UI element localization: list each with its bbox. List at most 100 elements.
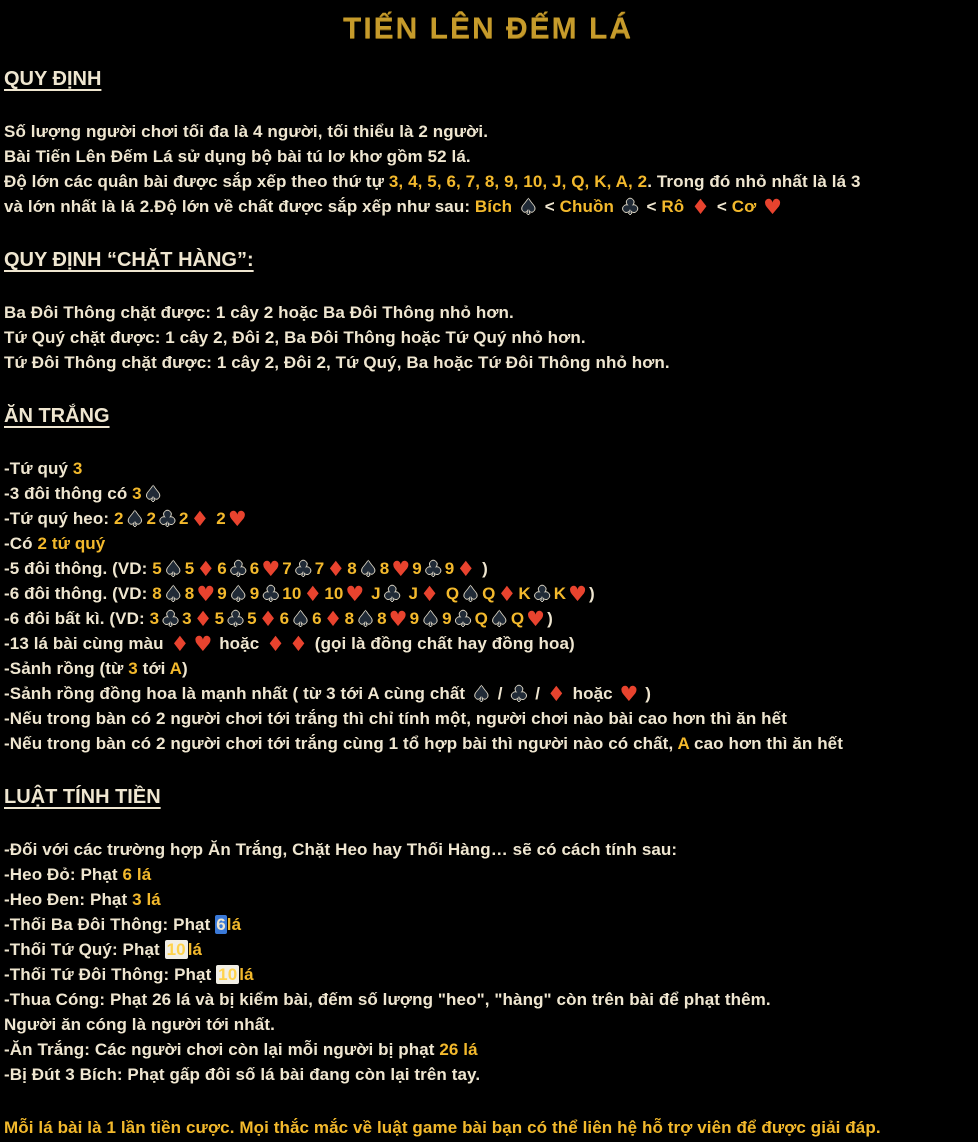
text-segment: < bbox=[712, 197, 732, 216]
diamond-icon: ♦ bbox=[190, 507, 210, 531]
text-segment: 2 bbox=[178, 509, 189, 528]
text-segment: 3 bbox=[72, 459, 83, 478]
club-icon: ♣ bbox=[509, 682, 529, 706]
text-segment: < bbox=[641, 197, 662, 216]
text-segment: -5 đôi thông. (VD: bbox=[4, 559, 153, 578]
text-line: -Nếu trong bàn có 2 người chơi tới trắng… bbox=[4, 706, 972, 731]
text-segment: ) bbox=[477, 559, 488, 578]
heart-icon: ♥ bbox=[763, 195, 783, 219]
text-line: -13 lá bài cùng màu ♦♥ hoặc ♦♦ (gọi là đ… bbox=[4, 631, 972, 656]
text-segment: Tứ Quý chặt được: 1 cây 2, Đôi 2, Ba Đôi… bbox=[4, 328, 586, 347]
club-icon: ♣ bbox=[620, 195, 640, 219]
heart-icon: ♥ bbox=[261, 557, 281, 581]
text-line: -6 đôi bất kì. (VD: 3♣3♦5♣5♦6♠6♦8♠8♥9♠9♣… bbox=[4, 606, 972, 631]
diamond-icon: ♦ bbox=[456, 557, 476, 581]
text-segment: Q bbox=[441, 584, 460, 603]
text-segment: J bbox=[366, 584, 381, 603]
text-segment: K bbox=[518, 584, 531, 603]
text-segment: 5 bbox=[214, 609, 225, 628]
diamond-icon: ♦ bbox=[170, 632, 190, 656]
text-segment: 2 bbox=[211, 509, 226, 528]
text-segment: ) bbox=[640, 684, 652, 703]
text-segment: Độ lớn các quân bài được sắp xếp theo th… bbox=[4, 172, 389, 191]
text-segment: 10 bbox=[164, 940, 188, 959]
club-icon: ♣ bbox=[158, 507, 177, 531]
text-segment: 3 bbox=[149, 609, 160, 628]
page-title: TIẾN LÊN ĐẾM LÁ bbox=[343, 12, 633, 45]
spade-icon: ♠ bbox=[291, 607, 311, 631]
diamond-icon: ♦ bbox=[326, 557, 346, 581]
spade-icon: ♠ bbox=[228, 582, 248, 606]
text-segment: -Bị Đút 3 Bích: Phạt gấp đôi số lá bài đ… bbox=[4, 1065, 481, 1084]
spade-icon: ♠ bbox=[163, 582, 183, 606]
text-segment: lá bbox=[239, 965, 254, 984]
text-segment: và lớn nhất là lá 2.Độ lớn về chất được … bbox=[4, 197, 475, 216]
text-segment: lá bbox=[187, 940, 203, 959]
spade-icon: ♠ bbox=[163, 557, 183, 581]
text-line: Tứ Đôi Thông chặt được: 1 cây 2, Đôi 2, … bbox=[4, 350, 972, 375]
text-segment: -Nếu trong bàn có 2 người chơi tới trắng… bbox=[4, 734, 678, 753]
text-segment: -Đối với các trường hợp Ăn Trắng, Chặt H… bbox=[4, 840, 678, 859]
diamond-icon: ♦ bbox=[323, 607, 343, 631]
text-segment: 9 bbox=[442, 609, 452, 628]
text-segment: Rô bbox=[661, 197, 690, 216]
diamond-icon: ♦ bbox=[303, 582, 323, 606]
text-line: -3 đôi thông có 3♠ bbox=[4, 481, 972, 506]
heart-icon: ♥ bbox=[196, 582, 216, 606]
section-heading-quy-dinh: QUY ĐỊNH bbox=[4, 68, 102, 90]
section-heading-luat-tinh-tien: LUẬT TÍNH TIỀN bbox=[4, 786, 161, 808]
club-icon: ♣ bbox=[228, 557, 248, 581]
spade-icon: ♠ bbox=[518, 195, 538, 219]
text-line: Tứ Quý chặt được: 1 cây 2, Đôi 2, Ba Đôi… bbox=[4, 325, 972, 350]
text-line: -Tứ quý 3 bbox=[4, 456, 972, 481]
text-segment: -Heo Đỏ: Phạt bbox=[4, 865, 123, 884]
text-segment: -6 đôi bất kì. (VD: bbox=[4, 609, 150, 628]
text-segment: / bbox=[530, 684, 545, 703]
text-segment: 8 bbox=[377, 609, 387, 628]
text-line: -Heo Đỏ: Phạt 6 lá bbox=[4, 862, 972, 887]
text-line: -Nếu trong bàn có 2 người chơi tới trắng… bbox=[4, 731, 972, 756]
text-segment: 8 bbox=[152, 584, 162, 603]
text-segment: Cơ bbox=[731, 197, 762, 216]
text-line: -Ăn Trắng: Các người chơi còn lại mỗi ng… bbox=[4, 1037, 972, 1062]
text-segment: 3 bbox=[132, 484, 142, 503]
spade-icon: ♠ bbox=[461, 582, 481, 606]
text-segment: 7 bbox=[314, 559, 325, 578]
text-segment: Tứ Đôi Thông chặt được: 1 cây 2, Đôi 2, … bbox=[4, 353, 670, 372]
text-line: Bài Tiến Lên Đếm Lá sử dụng bộ bài tú lơ… bbox=[4, 144, 972, 169]
text-segment: 10 bbox=[324, 584, 344, 603]
text-line: -Có 2 tứ quý bbox=[4, 531, 972, 556]
text-line: -Đối với các trường hợp Ăn Trắng, Chặt H… bbox=[4, 837, 972, 862]
text-segment: J bbox=[403, 584, 419, 603]
text-segment: Bài Tiến Lên Đếm Lá sử dụng bộ bài tú lơ… bbox=[4, 147, 471, 166]
text-segment: -6 đôi thông. (VD: bbox=[4, 584, 153, 603]
text-segment: Chuồn bbox=[559, 197, 619, 216]
text-segment: hoặc bbox=[567, 684, 618, 703]
text-segment: 3 bbox=[182, 609, 192, 628]
heart-icon: ♥ bbox=[345, 582, 365, 606]
text-segment: 9 bbox=[412, 559, 422, 578]
spade-icon: ♠ bbox=[125, 507, 145, 531]
heart-icon: ♥ bbox=[391, 557, 411, 581]
club-icon: ♣ bbox=[532, 582, 552, 606]
text-line: Ba Đôi Thông chặt được: 1 cây 2 hoặc Ba … bbox=[4, 300, 972, 325]
text-segment: A bbox=[677, 734, 690, 753]
text-segment: 9 bbox=[249, 584, 260, 603]
diamond-icon: ♦ bbox=[497, 582, 517, 606]
text-segment: -Sảnh rồng (từ bbox=[4, 659, 129, 678]
text-segment: Người ăn cóng là người tới nhất. bbox=[4, 1015, 275, 1034]
text-segment: -3 đôi thông có bbox=[4, 484, 133, 503]
text-segment: 6 bbox=[215, 915, 227, 934]
text-line: -Thối Ba Đôi Thông: Phạt 6lá bbox=[4, 912, 972, 937]
text-segment: 8 bbox=[184, 584, 195, 603]
text-segment: -Ăn Trắng: Các người chơi còn lại mỗi ng… bbox=[4, 1040, 440, 1059]
spade-icon: ♠ bbox=[421, 607, 441, 631]
spade-icon: ♠ bbox=[358, 557, 378, 581]
text-segment: 9 bbox=[217, 584, 227, 603]
club-icon: ♣ bbox=[226, 607, 246, 631]
spade-icon: ♠ bbox=[143, 482, 163, 506]
text-line: Độ lớn các quân bài được sắp xếp theo th… bbox=[4, 169, 972, 194]
club-icon: ♣ bbox=[161, 607, 181, 631]
text-segment: 6 bbox=[249, 559, 260, 578]
